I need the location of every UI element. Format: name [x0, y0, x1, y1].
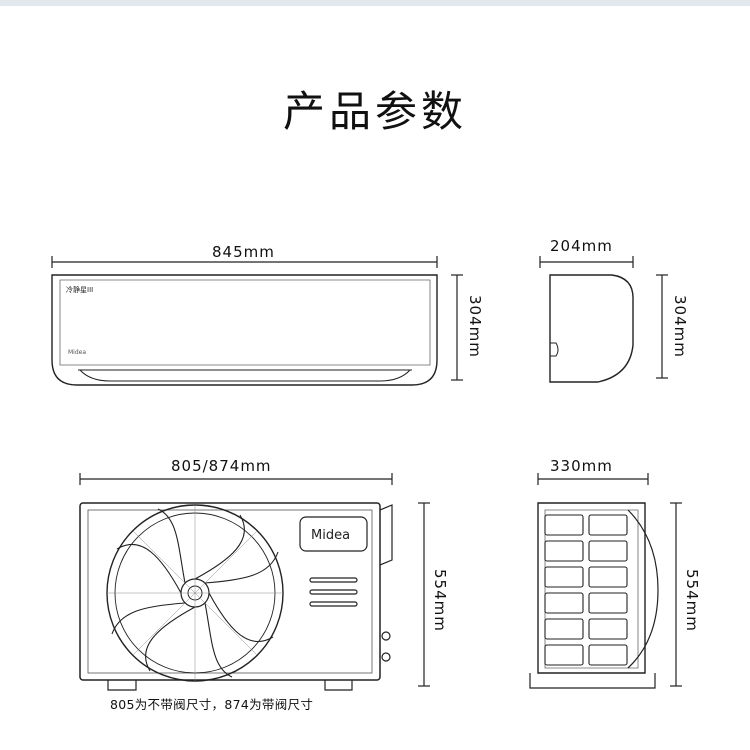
outdoor-logo-box: [299, 516, 368, 552]
indoor-unit-front: [51, 274, 438, 386]
indoor-side-depth-label: 204mm: [550, 237, 613, 255]
indoor-unit-side: [549, 274, 634, 383]
outdoor-height-dimension: [418, 502, 430, 687]
outdoor-fan-grille: [106, 504, 284, 682]
indoor-height-dimension: [451, 274, 463, 381]
outdoor-side-height-dimension: [670, 502, 682, 687]
indoor-width-dimension: [51, 256, 438, 268]
outdoor-side-grille: [544, 514, 628, 666]
indoor-side-depth-dimension: [539, 256, 634, 268]
indoor-panel-badge: 冷静星III: [66, 285, 93, 294]
page-title: 产品参数: [282, 87, 467, 136]
outdoor-side-depth-label: 330mm: [550, 457, 613, 475]
outdoor-unit-side: [529, 502, 659, 689]
outdoor-vents: [309, 577, 358, 607]
footnote: 805为不带阀尺寸，874为带阀尺寸: [110, 697, 314, 712]
outdoor-side-depth-dimension: [537, 473, 649, 485]
indoor-panel-logo: Midea: [68, 349, 86, 356]
top-strip: [0, 0, 750, 6]
outdoor-width-label: 805/874mm: [171, 457, 272, 475]
outdoor-brand-logo: Midea: [311, 528, 350, 543]
outdoor-width-dimension: [79, 473, 393, 485]
indoor-side-height-dimension: [656, 274, 668, 379]
indoor-width-label: 845mm: [212, 243, 275, 261]
